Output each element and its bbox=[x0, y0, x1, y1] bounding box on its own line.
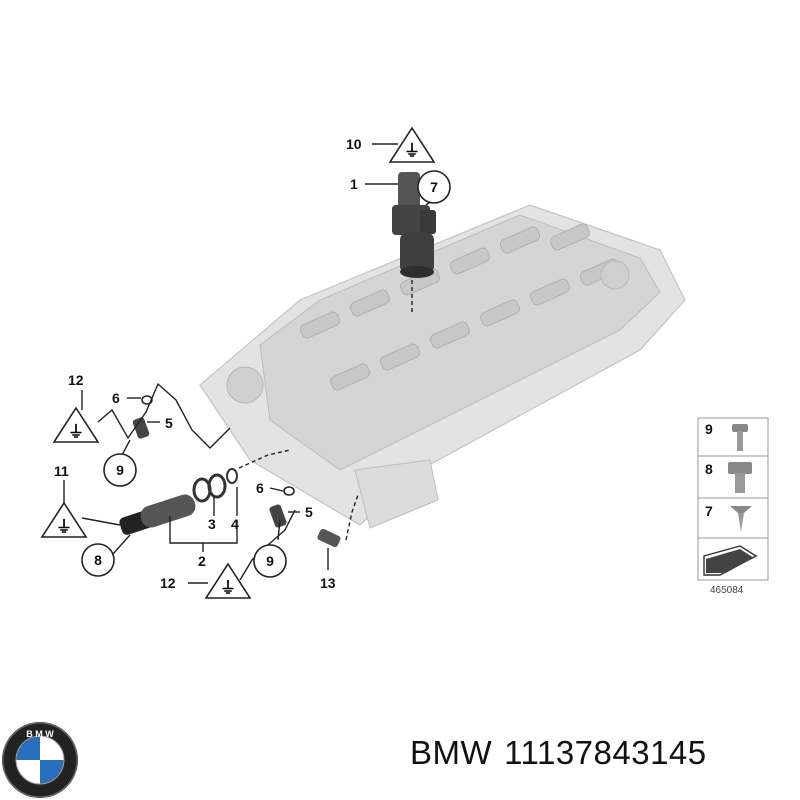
part-5-sensor-upper bbox=[132, 395, 153, 439]
callout-labels: 10 1 7 12 6 5 9 11 6 5 3 4 2 8 9 12 13 bbox=[54, 136, 438, 591]
callout-13: 13 bbox=[320, 575, 336, 591]
svg-text:⏚: ⏚ bbox=[220, 578, 236, 597]
part-number: 11137843145 bbox=[504, 734, 707, 771]
callout-4: 4 bbox=[231, 516, 239, 532]
arrow-icon bbox=[703, 545, 758, 576]
callout-8: 8 bbox=[94, 552, 102, 568]
diagram-reference-number: 465084 bbox=[710, 585, 744, 596]
svg-text:⏚: ⏚ bbox=[56, 517, 72, 536]
callout-9-lower: 9 bbox=[266, 553, 274, 569]
warning-plug-icon: ⏚ bbox=[40, 501, 88, 538]
part-13-sensor bbox=[317, 528, 341, 548]
bolt-icon bbox=[732, 424, 748, 451]
callout-circle-7 bbox=[417, 170, 451, 204]
callout-circle-9-upper bbox=[103, 453, 137, 487]
part-5-sensor-lower bbox=[269, 486, 295, 528]
callout-circle-8 bbox=[81, 543, 115, 577]
callout-6-upper: 6 bbox=[112, 390, 120, 406]
callout-5-upper: 5 bbox=[165, 415, 173, 431]
cylinder-head bbox=[199, 204, 686, 529]
callout-6-lower: 6 bbox=[256, 480, 264, 496]
callout-10: 10 bbox=[346, 136, 362, 152]
brand-name: BMW bbox=[410, 734, 493, 771]
callout-5-lower: 5 bbox=[305, 504, 313, 520]
warning-plug-icon: ⏚ bbox=[204, 562, 252, 599]
part-sensor-assembly bbox=[119, 468, 238, 535]
part-1-motor bbox=[392, 172, 436, 312]
legend-item-9: 9 bbox=[705, 421, 713, 437]
bmw-logo-icon: B M W bbox=[2, 722, 78, 798]
svg-text:⏚: ⏚ bbox=[404, 141, 420, 160]
svg-text:B M W: B M W bbox=[26, 729, 54, 739]
callout-11: 11 bbox=[54, 463, 69, 479]
callout-7: 7 bbox=[430, 179, 438, 195]
bolt-icon bbox=[728, 462, 752, 493]
callout-12-upper: 12 bbox=[68, 372, 84, 388]
callout-circle-9-lower bbox=[253, 544, 287, 578]
warning-plug-icon: ⏚ bbox=[52, 406, 100, 443]
legend-item-8: 8 bbox=[705, 461, 713, 477]
part-number-caption: BMW 11137843145 bbox=[410, 734, 719, 772]
callout-9-upper: 9 bbox=[116, 462, 124, 478]
callout-3: 3 bbox=[208, 516, 216, 532]
warning-plug-icon: ⏚ bbox=[388, 126, 436, 163]
callout-2: 2 bbox=[198, 553, 206, 569]
callout-1: 1 bbox=[350, 176, 358, 192]
screw-icon bbox=[730, 506, 752, 532]
callout-12-lower: 12 bbox=[160, 575, 176, 591]
legend-item-7: 7 bbox=[705, 503, 713, 519]
fastener-legend: 9 8 7 465084 bbox=[697, 417, 769, 596]
svg-text:⏚: ⏚ bbox=[68, 422, 84, 441]
